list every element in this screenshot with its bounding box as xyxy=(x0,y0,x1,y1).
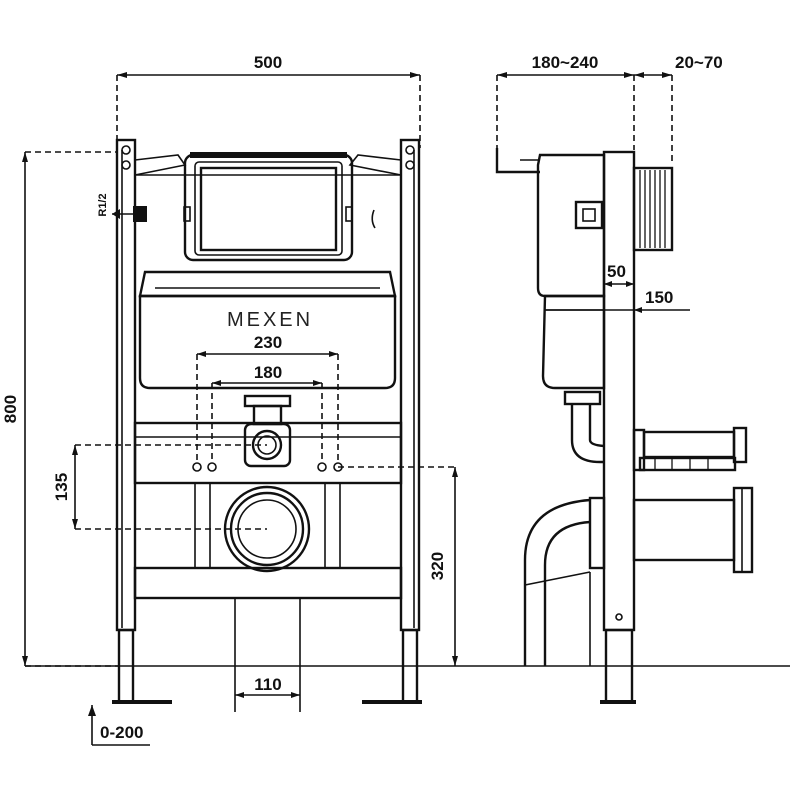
side-flush-connector xyxy=(632,426,748,472)
label-wall-range: 20~70 xyxy=(675,53,723,72)
side-view: 180~240 20~70 xyxy=(495,53,754,704)
label-total-depth: 150 xyxy=(645,288,673,307)
dimension-bolt-offset: 135 xyxy=(52,444,267,529)
cistern-side xyxy=(536,153,606,390)
label-drain-height: 320 xyxy=(428,552,447,580)
water-inlet: R1/2 xyxy=(97,193,376,229)
label-frame-width: 500 xyxy=(254,53,282,72)
flush-plate-opening xyxy=(183,152,354,262)
label-foot-width: 110 xyxy=(254,675,281,694)
wall-bracket xyxy=(495,148,674,252)
brand-logo: MEXEN xyxy=(227,309,313,331)
dimension-pipe-spacing-outer: 230 xyxy=(196,333,339,462)
dimension-profile-depth: 50 xyxy=(604,262,634,287)
dimension-depth-range: 180~240 xyxy=(496,53,635,150)
label-frame-height: 800 xyxy=(1,395,20,423)
label-profile-depth: 50 xyxy=(607,262,626,281)
label-leg-extension: 0-200 xyxy=(100,723,143,742)
flush-pipe xyxy=(243,394,292,468)
dimension-leg-extension: 0-200 xyxy=(88,705,150,746)
dimension-total-depth: 150 xyxy=(545,288,690,313)
dimension-frame-height: 800 xyxy=(1,151,118,667)
label-pipe-spacing-inner: 180 xyxy=(254,363,282,382)
side-flush-pipe xyxy=(563,390,605,464)
dimension-drain-height: 320 xyxy=(338,466,458,666)
right-upright xyxy=(362,138,422,704)
label-connection: R1/2 xyxy=(97,193,109,216)
cistern-tank: MEXEN xyxy=(138,270,397,390)
side-drain-elbow xyxy=(523,486,754,666)
side-upright xyxy=(600,150,636,704)
dimension-pipe-spacing-inner: 180 xyxy=(211,363,323,462)
label-pipe-spacing-outer: 230 xyxy=(254,333,282,352)
dimension-wall-range: 20~70 xyxy=(634,53,723,165)
front-view: 500 800 xyxy=(1,53,458,746)
drain-outlet xyxy=(75,485,311,573)
top-bracket xyxy=(134,154,402,176)
left-upright xyxy=(112,138,172,704)
dimension-frame-width: 500 xyxy=(116,53,421,148)
label-depth-range: 180~240 xyxy=(532,53,599,72)
label-bolt-offset: 135 xyxy=(52,473,71,501)
lower-frame xyxy=(133,421,403,600)
dimension-foot-width: 110 xyxy=(234,598,301,712)
